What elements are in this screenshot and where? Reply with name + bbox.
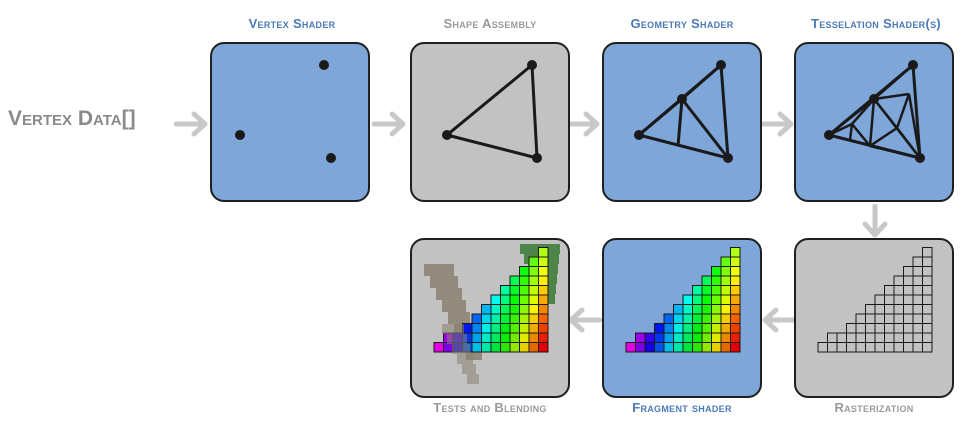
arrow-tessellation-to-rasterization — [862, 204, 888, 238]
arrow-assembly-to-geometry — [566, 111, 600, 137]
rasterization-label: Rasterization — [834, 400, 914, 415]
fragment-shader-stage — [602, 238, 762, 398]
vertex-points-diagram — [235, 60, 336, 163]
vertex-shader-stage — [210, 42, 370, 202]
tests-blending-label: Tests and Blending — [433, 400, 547, 415]
vertex-data-label: Vertex Data[] — [8, 107, 136, 130]
fragment-shader-label: Fragment shader — [632, 400, 732, 415]
tessellation-shader-stage — [794, 42, 954, 202]
shape-assembly-label: Shape Assembly — [443, 16, 537, 31]
tessellation-shader-label: Tesselation Shader(s) — [810, 16, 942, 31]
rasterization-stage — [794, 238, 954, 398]
geometry-shader-stage — [602, 42, 762, 202]
colored-fragments-diagram — [625, 247, 741, 353]
raster-grid-diagram — [817, 247, 933, 353]
arrow-geometry-to-tessellation — [760, 111, 794, 137]
arrow-rasterization-to-fragment — [762, 307, 796, 333]
tessellated-mesh-diagram — [824, 60, 925, 163]
shape-assembly-stage — [410, 42, 570, 202]
vertex-shader-label: Vertex Shader — [248, 16, 336, 31]
tests-blending-stage — [410, 238, 570, 398]
blended-fragments-diagram — [424, 244, 560, 384]
arrow-input-to-vertex — [174, 111, 208, 137]
arrow-vertex-to-assembly — [372, 111, 406, 137]
arrow-fragment-to-tests — [568, 307, 602, 333]
subdivided-triangle-diagram — [634, 60, 733, 163]
geometry-shader-label: Geometry Shader — [630, 16, 734, 31]
triangle-diagram — [442, 60, 542, 163]
